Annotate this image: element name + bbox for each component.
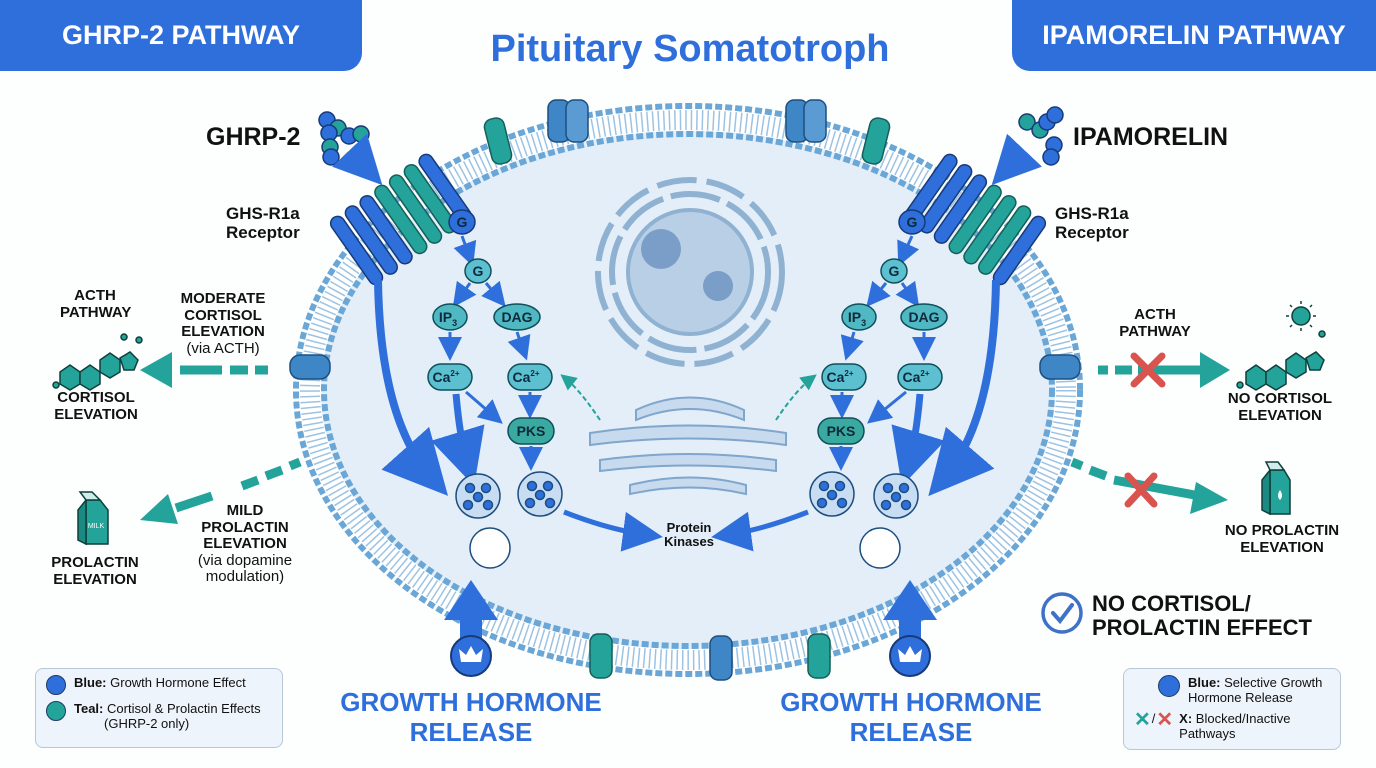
svg-text:IP3: IP3	[848, 309, 866, 328]
left-cortisol-arrow	[140, 352, 268, 388]
ghrp2-molecule-icon	[318, 111, 370, 166]
cell-membrane	[293, 103, 1083, 677]
right-receptor-icon	[904, 153, 1047, 286]
right-to-kinases-arrow	[711, 509, 809, 552]
no-effect-label: NO CORTISOL/PROLACTIN EFFECT	[1092, 591, 1312, 641]
svg-text:DAG: DAG	[501, 309, 532, 325]
svg-text:Ca2+: Ca2+	[902, 369, 929, 385]
right-cortisol-molecule-icon	[1236, 330, 1326, 391]
ipamorelin-binding-arrow	[991, 133, 1043, 186]
membrane-channels	[289, 99, 1081, 681]
svg-text:PKS: PKS	[517, 423, 546, 439]
right-milk-carton-icon	[1261, 461, 1291, 516]
legend-blue-row: Blue: Growth Hormone Effect	[46, 675, 272, 695]
nucleus-icon	[595, 177, 785, 367]
ipamorelin-label: IPAMORELIN	[1073, 123, 1229, 151]
left-prolactin-arrow	[140, 457, 302, 524]
legend-teal-row: Teal: Cortisol & Prolactin Effects(GHRP-…	[46, 701, 272, 731]
ghrp2-binding-arrow	[331, 133, 383, 186]
ipamorelin-molecule-icon	[1018, 106, 1064, 166]
legend-blocked-row: ✕ / ✕ X: Blocked/Inactive Pathways	[1134, 709, 1291, 741]
crown-icon	[898, 646, 922, 662]
right-prolactin-blocked-x-icon	[1124, 472, 1158, 508]
right-cortisol-blocked-x-icon	[1130, 352, 1166, 388]
check-circle-icon	[1041, 592, 1083, 634]
left-milk-carton-icon: MILK	[77, 491, 109, 546]
svg-text:Ca2+: Ca2+	[512, 369, 539, 385]
blue-dot-icon	[46, 675, 66, 695]
ipamorelin-pathway-banner: IPAMORELIN PATHWAY	[1012, 0, 1376, 71]
red-x-icon: ✕	[1156, 709, 1174, 731]
left-signal-cascade: G IP3 DAG Ca2+ Ca2+ PKS	[374, 235, 601, 496]
drop-icon	[1278, 490, 1282, 500]
svg-text:IP3: IP3	[439, 309, 457, 328]
left-to-kinases-arrow	[563, 509, 663, 552]
ghrp2-label: GHRP-2	[206, 123, 301, 151]
svg-text:MILK: MILK	[88, 523, 105, 530]
left-g-protein-membrane: G	[448, 209, 476, 235]
svg-text:Ca2+: Ca2+	[826, 369, 853, 385]
golgi-icon	[589, 396, 787, 496]
left-gh-release-arrow	[444, 580, 498, 677]
right-prolactin-arrow	[1070, 457, 1228, 514]
diagram-title: Pituitary Somatotroph	[490, 28, 890, 70]
teal-x-icon: ✕	[1134, 709, 1151, 731]
legend-selective-row: Blue: Selective Growth Hormone Release	[1158, 675, 1330, 705]
sun-icon	[1286, 301, 1316, 331]
svg-text:PKS: PKS	[827, 423, 856, 439]
right-g-protein-membrane: G	[898, 209, 926, 235]
svg-text:G: G	[907, 214, 918, 230]
right-gh-release-arrow	[883, 580, 937, 677]
legend-right: Blue: Selective Growth Hormone Release ✕…	[1123, 668, 1341, 750]
gh-vesicles	[455, 471, 919, 569]
blue-dot-icon	[1158, 675, 1180, 697]
svg-text:G: G	[473, 263, 484, 279]
legend-left: Blue: Growth Hormone Effect Teal: Cortis…	[35, 668, 283, 748]
teal-dot-icon	[46, 701, 66, 721]
svg-text:Ca2+: Ca2+	[432, 369, 459, 385]
crown-icon	[459, 646, 483, 662]
right-signal-cascade: G IP3 DAG Ca2+ Ca2+ PKS	[775, 235, 1000, 497]
svg-text:G: G	[889, 263, 900, 279]
ipamorelin-banner-text: IPAMORELIN PATHWAY	[1042, 20, 1346, 50]
svg-text:G: G	[457, 214, 468, 230]
ghrp2-pathway-banner: GHRP-2 PATHWAY	[0, 0, 362, 71]
ghrp2-banner-text: GHRP-2 PATHWAY	[61, 20, 301, 50]
left-receptor-icon	[329, 153, 472, 286]
left-cortisol-molecule-icon	[52, 333, 143, 391]
svg-text:DAG: DAG	[908, 309, 939, 325]
cell-cytoplasm	[310, 120, 1066, 660]
